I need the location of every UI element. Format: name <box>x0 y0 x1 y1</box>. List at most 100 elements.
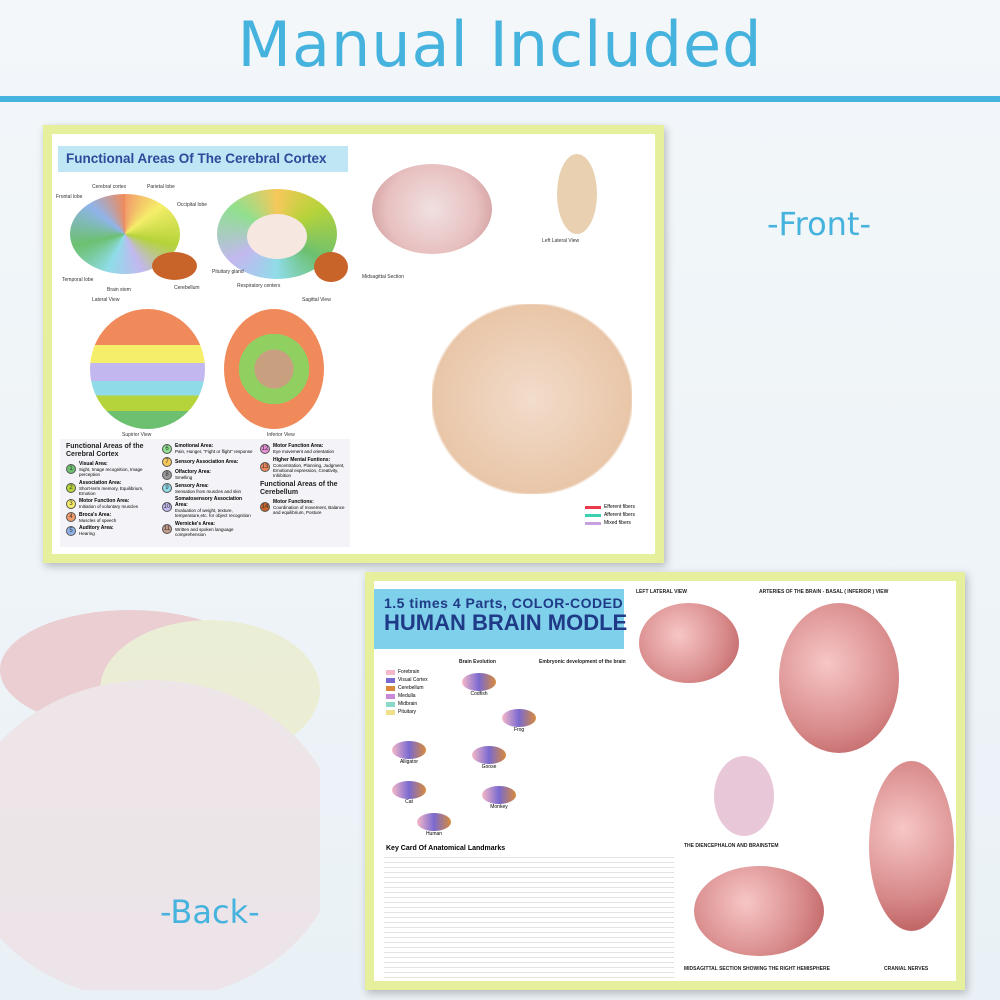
legend-item-desc: Hearing <box>79 531 95 536</box>
legend-number: 4 <box>66 512 76 522</box>
species-brain: Monkey <box>479 786 519 810</box>
brain-part-item: Pituitary <box>386 709 428 715</box>
legend-number: 7 <box>162 456 172 467</box>
color-swatch <box>386 701 395 707</box>
species-brain-drawing <box>462 673 496 691</box>
species-label: Monkey <box>490 804 508 810</box>
left-lateral-label: Left Lateral View <box>542 238 580 244</box>
midsagittal-brain <box>694 866 824 956</box>
legend-item-desc: Smelling <box>175 475 193 480</box>
divider <box>0 96 1000 102</box>
species-brain-drawing <box>392 741 426 759</box>
legend-item-desc: Written and spoken language comprehensio… <box>175 526 234 537</box>
embryonic-heading: Embryonic development of the brain <box>539 659 626 665</box>
legend-item-desc: Initiation of voluntary muscles <box>79 504 139 509</box>
species-label: Goose <box>481 764 497 770</box>
brain-label: Frontal lobe <box>56 194 83 200</box>
brain-part-item: Midbrain <box>386 701 428 707</box>
brain-part-label: Visual Cortex <box>398 677 428 683</box>
lateral-view-label: Lateral View <box>92 297 120 303</box>
legend-number: 14 <box>260 501 270 512</box>
legend-item-name: Higher Mental Funtions: <box>273 456 331 463</box>
color-swatch <box>386 669 395 675</box>
legend-item-desc: Concentration, Planning, Judgment, Emoti… <box>273 462 345 478</box>
legend-item-desc: Coordination of movement, Balance and eq… <box>273 504 345 515</box>
legend-item-name: Sensory Association Area: <box>175 458 239 465</box>
brainstem-nuclei-illustration <box>432 304 632 494</box>
color-swatch <box>386 693 395 699</box>
legend-number: 2 <box>66 482 76 493</box>
functional-areas-legend: Functional Areas of the Cerebral Cortex 1… <box>60 439 350 547</box>
species-brain: Goose <box>469 746 509 770</box>
brain-part-item: Forebrain <box>386 669 428 675</box>
afferent-label: Afferent fibers <box>603 512 635 518</box>
legend-number: 8 <box>162 469 172 480</box>
diencephalon-illustration <box>714 756 774 836</box>
back-poster: 1.5 times 4 Parts, COLOR-CODED HUMAN BRA… <box>365 572 965 990</box>
legend-heading: Functional Areas of the Cerebral Cortex <box>66 443 144 458</box>
brain-part-item: Visual Cortex <box>386 677 428 683</box>
legend-number: 5 <box>66 525 76 536</box>
brain-evolution-heading: Brain Evolution <box>459 659 496 665</box>
species-brain-drawing <box>482 786 516 804</box>
inferior-view-label: Inferior View <box>267 432 295 438</box>
legend-item-name: Sensory Area: <box>175 482 209 489</box>
legend-item-name: Broca's Area: <box>79 511 112 518</box>
legend-item-desc: Evaluation of weight, texture, temperatu… <box>175 508 251 518</box>
back-label: -Back- <box>160 893 260 931</box>
brain-part-label: Midbrain <box>398 701 418 707</box>
brain-label: Cerebellum <box>174 285 200 291</box>
legend-number: 3 <box>66 498 76 509</box>
left-lateral-heading: LEFT LATERAL VIEW <box>636 589 687 595</box>
brain-label: Cerebral cortex <box>92 184 127 190</box>
brain-part-label: Forebrain <box>398 669 420 675</box>
legend-number: 12 <box>260 443 270 454</box>
left-lateral-brain <box>639 603 739 683</box>
species-label: Codfish <box>470 691 488 697</box>
brainstem-illustration <box>557 154 597 234</box>
species-brain: Cat <box>389 781 429 805</box>
midsagittal-label: Midsagittal Section <box>362 274 404 280</box>
legend-number: 13 <box>260 462 270 472</box>
legend-item-name: Emotional Area: <box>175 443 214 449</box>
legend-number: 11 <box>162 523 172 534</box>
title-line-1: 1.5 times 4 Parts, COLOR-CODED <box>384 595 624 611</box>
brain-part-label: Cerebellum <box>398 685 424 691</box>
cranial-nerves-brain <box>869 761 954 931</box>
brain-part-label: Pituitary <box>398 709 417 715</box>
species-brain: Human <box>414 813 454 837</box>
front-poster: Functional Areas Of The Cerebral Cortex … <box>43 125 664 563</box>
diencephalon-heading: THE DIENCEPHALON AND BRAINSTEM <box>684 843 779 849</box>
legend-item-desc: Short-term memory, Equilibrium, Emotion <box>79 485 144 496</box>
legend-item-desc: Muscles of speech <box>79 517 117 523</box>
midsagittal-illustration <box>372 164 492 254</box>
species-label: Frog <box>513 727 525 733</box>
legend-item-desc: Sight, Image recognition, Image percepti… <box>79 467 143 477</box>
brain-part-label: Medulla <box>398 693 416 699</box>
brain-part-item: Cerebellum <box>386 685 428 691</box>
headline: Manual Included <box>237 8 763 81</box>
sagittal-view-label: Sagittal View <box>302 297 331 303</box>
midsagittal-heading: MIDSAGITTAL SECTION SHOWING THE RIGHT HE… <box>684 966 830 972</box>
front-poster-title: Functional Areas Of The Cerebral Cortex <box>58 146 348 172</box>
legend-item-name: Motor Function Area: <box>273 443 324 449</box>
species-brain: Alligator <box>389 741 429 765</box>
arteries-heading: ARTERIES OF THE BRAIN - BASAL ( INFERIOR… <box>759 589 889 595</box>
brain-label: Temporal lobe <box>62 277 94 283</box>
legend-item-name: Motor Functions: <box>273 498 314 505</box>
color-swatch <box>386 685 395 691</box>
